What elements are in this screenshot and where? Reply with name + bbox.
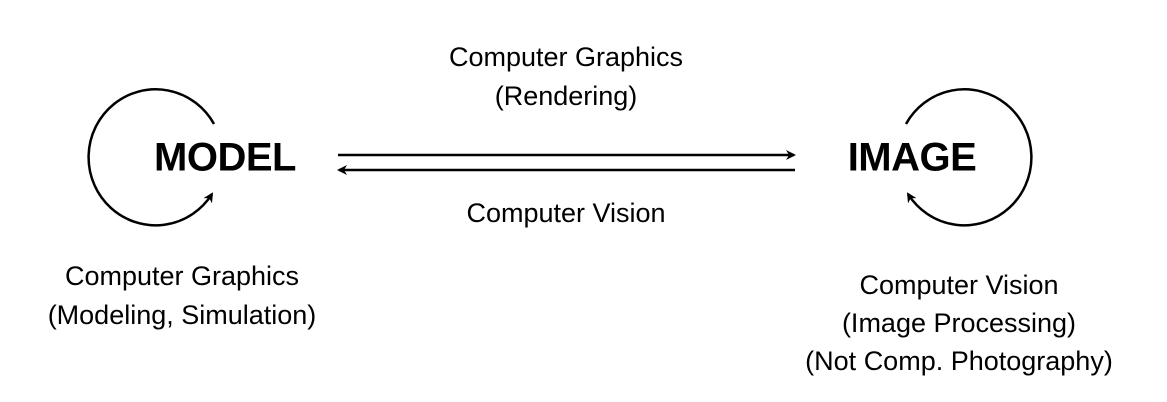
model-node-label: MODEL <box>154 135 296 180</box>
rendering-edge-label: Computer Graphics (Rendering) <box>449 38 683 116</box>
image-self-loop-arrow <box>904 88 1033 227</box>
edge-label-line: Computer Vision <box>466 198 666 228</box>
model-self-loop-arrow <box>87 88 216 227</box>
loop-label-line: Computer Vision <box>859 270 1059 300</box>
image-loop-label: Computer Vision (Image Processing) (Not … <box>805 266 1113 380</box>
loop-label-line: (Modeling, Simulation) <box>47 300 317 330</box>
loop-label-line: (Image Processing) <box>841 308 1077 338</box>
loop-label-line: Computer Graphics <box>64 261 300 291</box>
vision-edge-label: Computer Vision <box>466 194 665 233</box>
edge-label-line: Computer Graphics <box>448 42 684 72</box>
loop-label-line: (Not Comp. Photography) <box>805 346 1113 376</box>
image-node-label: IMAGE <box>847 135 977 180</box>
model-loop-label: Computer Graphics (Modeling, Simulation) <box>48 257 317 335</box>
edge-label-line: (Rendering) <box>494 81 638 111</box>
